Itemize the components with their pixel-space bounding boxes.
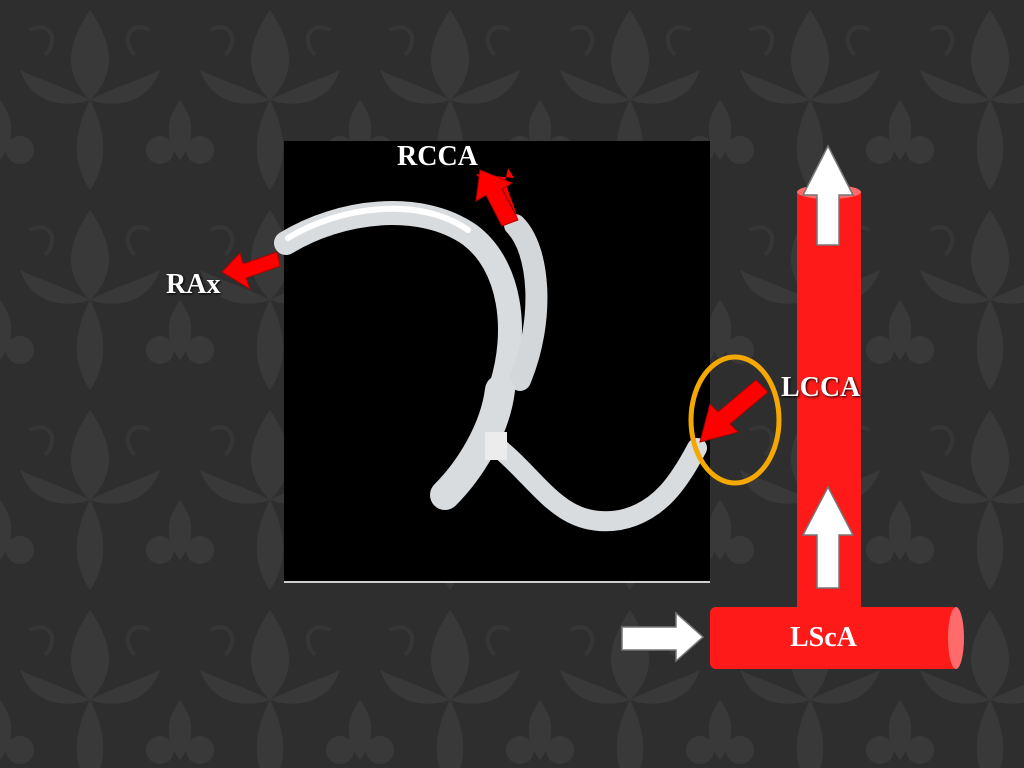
graft-side-port [485, 432, 507, 460]
red-arrow-icon [475, 169, 519, 227]
white-arrow-icon [801, 485, 855, 589]
graft-limb-rcca [504, 214, 548, 391]
label-lcca: LCCA [781, 372, 861, 403]
red-arrow-icon [699, 379, 769, 443]
label-rcca: RCCA [397, 141, 478, 172]
graft-limb-rax [274, 201, 522, 402]
label-rax: RAx [166, 269, 221, 300]
graft-limb-lcca [485, 435, 707, 532]
white-arrow-icon [801, 144, 855, 246]
white-arrow-icon [621, 611, 705, 663]
highlight-ring [688, 354, 782, 486]
red-arrow-icon [221, 251, 281, 291]
graft-tube [274, 201, 707, 532]
vessel-horizontal [710, 607, 964, 669]
label-lsca: LScA [790, 622, 857, 653]
graft-trunk [430, 375, 515, 510]
graft-limb-rax-highlight [285, 205, 471, 241]
